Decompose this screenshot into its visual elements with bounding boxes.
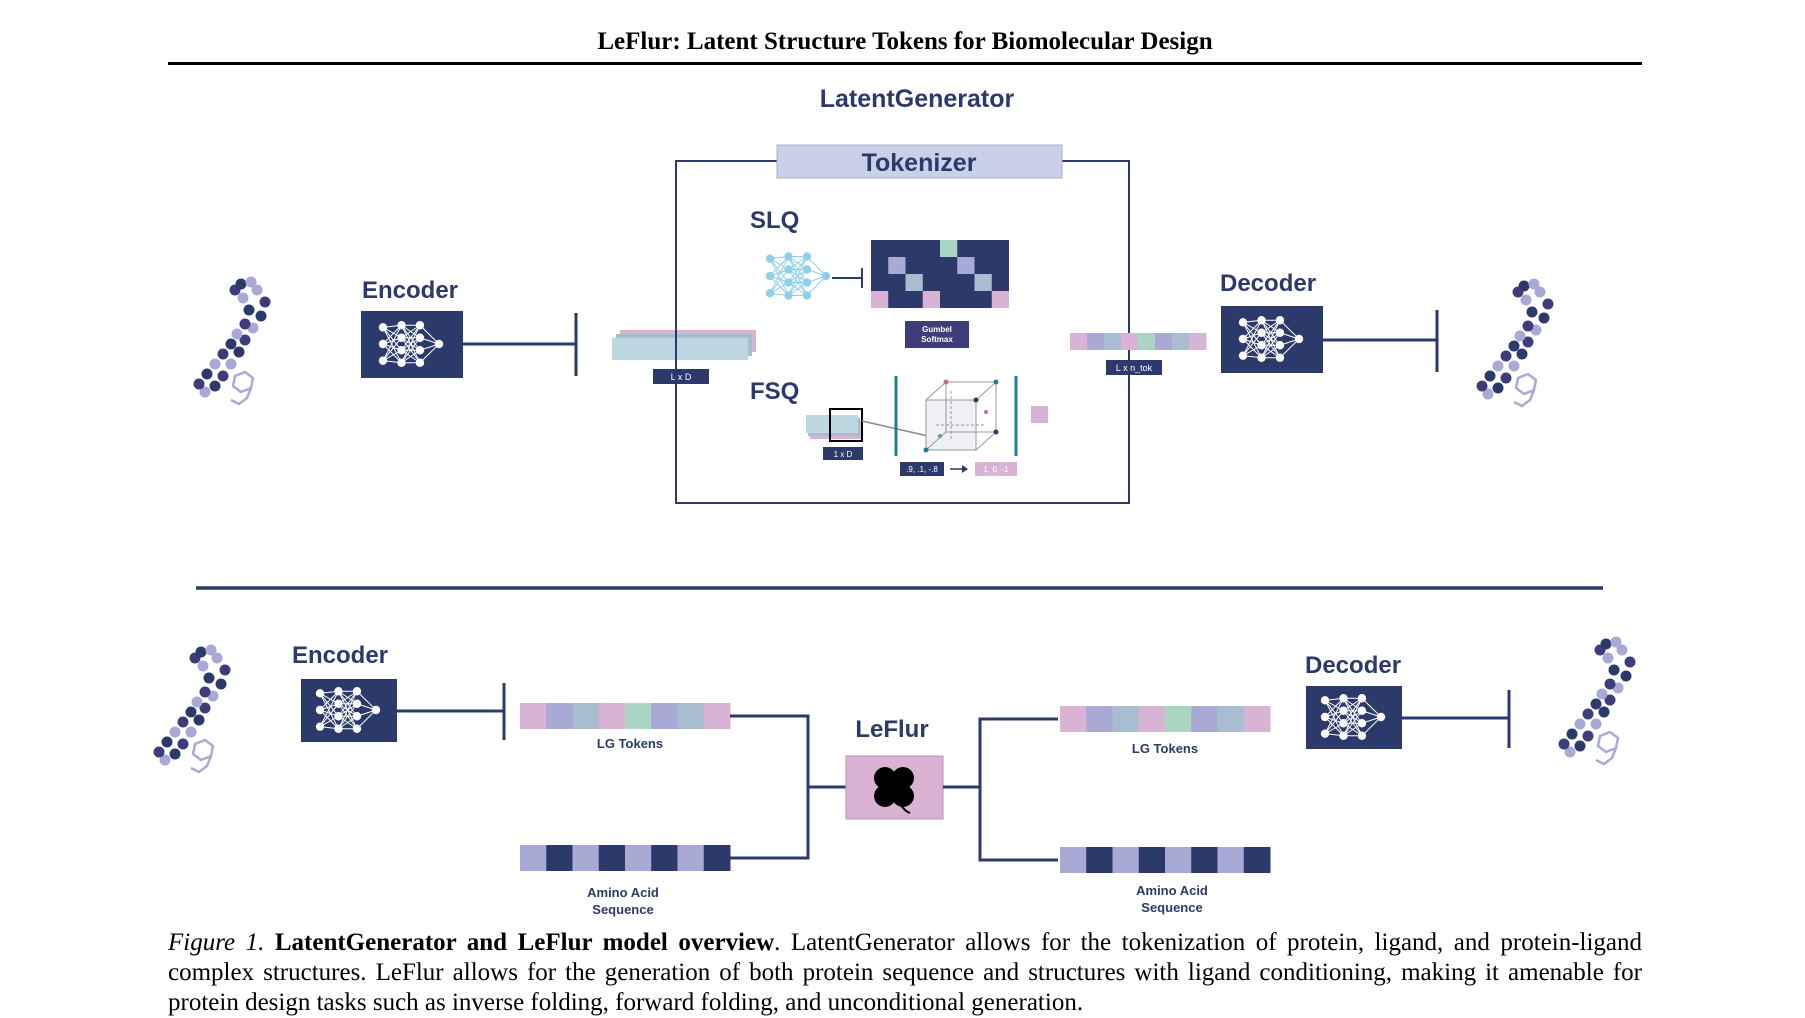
bottom-encoder-network-icon	[301, 679, 397, 742]
amino-acid-left-row	[520, 845, 731, 871]
amino-right-label-2: Sequence	[1141, 900, 1202, 915]
clover-icon	[874, 767, 914, 814]
amino-left-label-1: Amino Acid	[587, 885, 659, 900]
protein-structure-icon	[193, 276, 271, 406]
tokenizer-label: Tokenizer	[862, 149, 977, 177]
amino-right-label-1: Amino Acid	[1136, 883, 1208, 898]
onexd-badge	[823, 447, 863, 460]
decoder-network-icon	[1221, 306, 1323, 373]
bottom-decoder-label: Decoder	[1305, 652, 1401, 679]
fsq-input-stack	[806, 408, 863, 442]
lxntok-label: L x n_tok	[1116, 363, 1153, 373]
onexd-label: 1 x D	[834, 450, 853, 459]
latentgenerator-title: LatentGenerator	[820, 85, 1015, 113]
running-header: LeFlur: Latent Structure Tokens for Biom…	[168, 22, 1642, 65]
amino-left-label-2: Sequence	[592, 902, 653, 917]
slq-label: SLQ	[750, 207, 799, 234]
protein-structure-icon	[153, 644, 231, 774]
fsq-input-values: .9, .1, -.8	[906, 465, 938, 474]
encoder-network-icon	[361, 311, 463, 378]
protein-structure-icon	[1476, 278, 1554, 408]
right-split-connector	[943, 717, 1058, 862]
protein-structure-icon	[1558, 636, 1636, 766]
lg-tokens-right-label: LG Tokens	[1132, 741, 1198, 756]
fsq-arrowhead	[962, 465, 968, 473]
gumbel-label-1: Gumbel	[922, 325, 952, 334]
latent-stack	[612, 330, 756, 360]
tokenizer-header	[776, 144, 1063, 179]
leflur-model-box	[845, 755, 944, 820]
decoder-label: Decoder	[1220, 270, 1316, 297]
lxd-label: L x D	[671, 372, 692, 382]
left-merge-connector	[730, 714, 846, 860]
fsq-token-square	[1031, 406, 1048, 423]
gumbel-label-2: Softmax	[921, 335, 953, 344]
bottom-decoder-network-icon	[1306, 686, 1402, 749]
lxntok-token-row	[1070, 333, 1207, 350]
figure-caption: Figure 1. LatentGenerator and LeFlur mod…	[168, 928, 1642, 1018]
caption-title: LatentGenerator and LeFlur model overvie…	[274, 929, 775, 956]
fsq-cube-icon	[923, 379, 999, 453]
slq-codebook-grid	[871, 240, 1009, 308]
leflur-label: LeFlur	[855, 716, 928, 743]
gumbel-softmax-badge	[905, 321, 969, 348]
lg-tokens-left-label: LG Tokens	[597, 736, 663, 751]
bottom-encoder-label: Encoder	[292, 642, 388, 669]
fsq-input-values-badge	[900, 462, 944, 476]
caption-figure-label: Figure 1.	[168, 929, 265, 956]
encoder-label: Encoder	[362, 277, 458, 304]
fsq-output-values: 1, 0, -1	[984, 465, 1009, 474]
amino-acid-right-row	[1060, 847, 1271, 873]
lg-tokens-right-row	[1060, 706, 1271, 732]
lg-tokens-left-row	[520, 703, 731, 729]
lxntok-badge	[1106, 360, 1162, 375]
lxd-badge	[653, 369, 709, 384]
fsq-output-values-badge	[975, 462, 1017, 476]
slq-network-icon	[765, 252, 831, 300]
fsq-label: FSQ	[750, 378, 799, 405]
